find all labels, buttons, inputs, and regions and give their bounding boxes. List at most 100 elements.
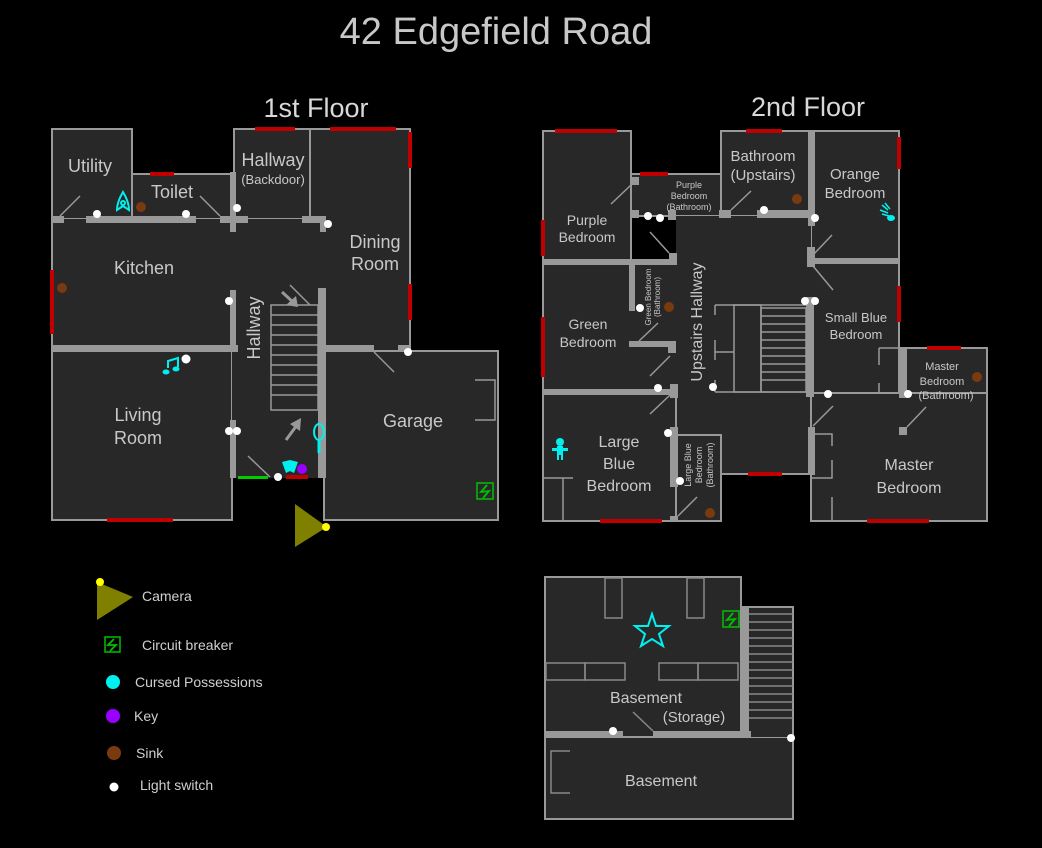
cursed-possession-icon <box>106 675 120 689</box>
second-floor-windows <box>541 129 961 523</box>
room-master-bedroom[interactable] <box>810 392 988 522</box>
tarot-cards-icon[interactable] <box>115 190 131 212</box>
label-master-bath-1: Master <box>925 361 959 373</box>
label-dining-2: Room <box>351 254 399 274</box>
label-large-blue-2: Blue <box>603 456 635 473</box>
camera-icon[interactable] <box>295 504 330 547</box>
label-living-2: Room <box>114 428 162 448</box>
second-floor-doors <box>543 184 927 521</box>
light-switch-icon[interactable] <box>404 348 412 356</box>
voodoo-doll-icon[interactable] <box>282 460 298 473</box>
sink-icon[interactable] <box>972 372 982 382</box>
label-master-1: Master <box>885 457 935 474</box>
sink-icon[interactable] <box>664 302 674 312</box>
summoning-circle-icon[interactable] <box>632 610 672 649</box>
first-floor <box>51 128 499 521</box>
first-floor-doors <box>59 195 496 478</box>
light-switch-icon[interactable] <box>824 390 832 398</box>
room-upstairs-hallway[interactable] <box>676 216 811 474</box>
sinks <box>57 194 982 518</box>
light-switch-icon[interactable] <box>609 727 617 735</box>
light-switch-icon[interactable] <box>225 427 233 435</box>
light-switch-icon[interactable] <box>636 304 644 312</box>
light-switch-icon[interactable] <box>811 297 819 305</box>
light-switch-icon[interactable] <box>233 204 241 212</box>
sink-icon[interactable] <box>136 202 146 212</box>
light-switch-icon[interactable] <box>760 206 768 214</box>
basement-floor <box>544 576 794 820</box>
light-switch-icon[interactable] <box>181 354 191 364</box>
label-purple-bath-3: (Bathroom) <box>666 202 711 212</box>
room-hallway[interactable] <box>232 219 324 478</box>
room-garage[interactable] <box>323 350 499 521</box>
monkey-paw-icon[interactable] <box>879 202 895 221</box>
light-switch-icon[interactable] <box>787 734 795 742</box>
light-switch-icon[interactable] <box>233 427 241 435</box>
label-green-2: Bedroom <box>560 334 617 350</box>
light-switch-icon[interactable] <box>664 429 672 437</box>
room-large-blue-bedroom[interactable] <box>542 393 677 522</box>
label-storage-1: Basement <box>610 690 683 707</box>
light-switch-icon[interactable] <box>182 210 190 218</box>
key-icon[interactable] <box>297 464 307 474</box>
first-floor-windows <box>50 127 412 522</box>
label-large-blue-bath-3: (Bathroom) <box>705 442 715 487</box>
label-upstairs-hallway: Upstairs Hallway <box>689 262 706 381</box>
light-switch-icon[interactable] <box>93 210 101 218</box>
light-switch-icon[interactable] <box>904 390 912 398</box>
label-master-2: Bedroom <box>877 480 942 497</box>
label-master-bath-2: Bedroom <box>920 376 965 388</box>
label-storage-2: (Storage) <box>663 709 726 726</box>
light-switch-icon[interactable] <box>709 383 717 391</box>
legend-item-circuit-breaker: Circuit breaker <box>104 636 233 653</box>
sink-icon[interactable] <box>792 194 802 204</box>
camera-icon <box>97 582 133 620</box>
room-purple-bedroom[interactable] <box>542 130 632 262</box>
legend-item-sink: Sink <box>107 745 164 761</box>
legend: Camera Circuit breaker Cursed Possession… <box>96 578 263 793</box>
sink-icon[interactable] <box>57 283 67 293</box>
room-small-blue-bedroom[interactable] <box>811 261 899 393</box>
label-garage: Garage <box>383 411 443 431</box>
room-dining[interactable] <box>309 128 411 352</box>
label-large-blue-1: Large <box>599 434 640 451</box>
circuit-breaker-icon[interactable] <box>476 482 494 500</box>
light-switches <box>93 204 912 742</box>
music-box-icon[interactable] <box>162 356 180 375</box>
room-basement[interactable] <box>544 736 794 820</box>
label-purple-2: Bedroom <box>559 229 616 245</box>
room-orange-bedroom[interactable] <box>810 130 900 262</box>
label-hallway: Hallway <box>244 296 264 359</box>
light-switch-icon[interactable] <box>656 214 664 222</box>
front-door[interactable] <box>238 476 268 479</box>
haunted-mirror-icon[interactable] <box>313 423 325 453</box>
light-switch-icon[interactable] <box>811 214 819 222</box>
label-large-blue-bath-1: Large Blue <box>683 443 693 487</box>
light-switch-icon[interactable] <box>225 297 233 305</box>
label-green-bath-2: (Bathroom) <box>653 277 662 317</box>
label-orange-1: Orange <box>830 166 880 183</box>
light-switch-icon[interactable] <box>654 384 662 392</box>
legend-item-light-switch: Light switch <box>109 777 213 793</box>
light-switch-icon[interactable] <box>676 477 684 485</box>
sink-icon[interactable] <box>705 508 715 518</box>
room-basement-storage[interactable] <box>544 576 742 738</box>
label-hallway-backdoor-sub: (Backdoor) <box>241 172 305 187</box>
haunted-doll-icon[interactable] <box>552 438 568 460</box>
label-hallway-backdoor: Hallway <box>241 150 304 170</box>
light-switch-icon[interactable] <box>801 297 809 305</box>
light-switch-icon[interactable] <box>324 220 332 228</box>
legend-label: Circuit breaker <box>142 637 233 653</box>
light-switch-icon[interactable] <box>644 212 652 220</box>
label-bathroom-1: Bathroom <box>730 148 795 165</box>
second-floor-stairs <box>714 304 808 393</box>
label-large-blue-bath-2: Bedroom <box>694 447 704 484</box>
basement-labels: Basement (Storage) Basement <box>610 690 725 790</box>
room-large-blue-bathroom[interactable] <box>675 434 722 522</box>
light-switch-icon[interactable] <box>274 473 282 481</box>
sink-icon <box>107 746 121 760</box>
second-floor <box>542 130 988 522</box>
circuit-breaker-icon[interactable] <box>722 610 740 628</box>
label-green-1: Green <box>569 316 608 332</box>
